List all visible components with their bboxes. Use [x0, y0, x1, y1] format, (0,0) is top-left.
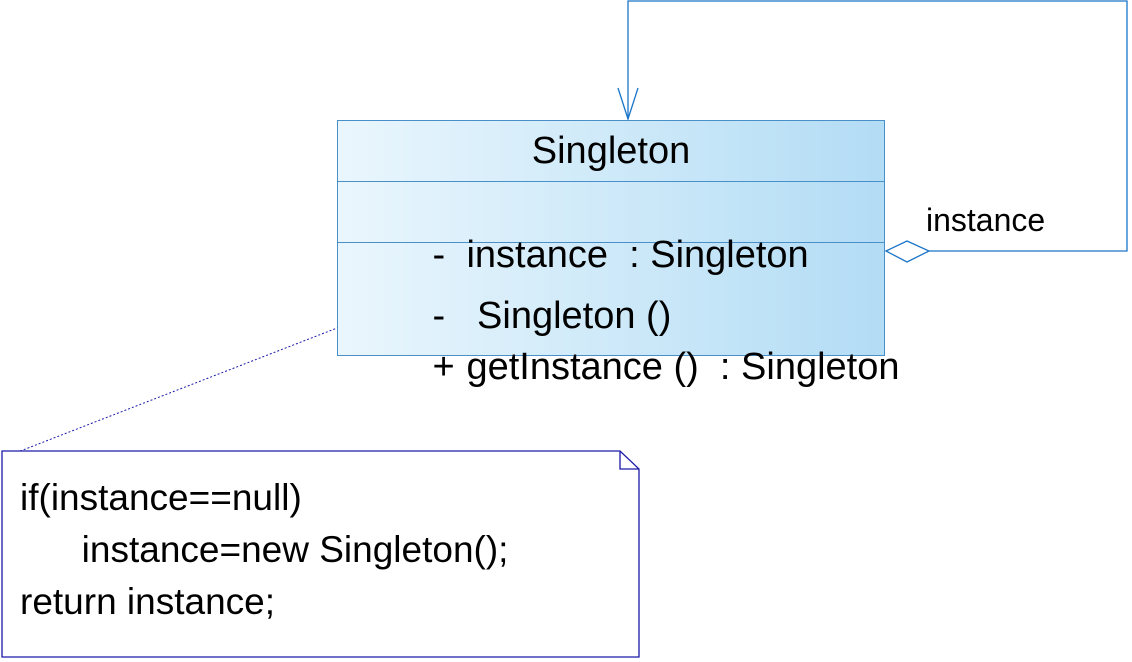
attribute-instance[interactable]: -instance : Singleton	[348, 189, 809, 321]
visibility-private-marker: -	[432, 234, 446, 276]
self-association-line[interactable]	[627, 0, 1128, 252]
aggregation-diamond-icon	[884, 240, 931, 263]
attributes-compartment: -instance : Singleton	[338, 182, 884, 276]
operation-get-instance[interactable]: + getInstance () : Singleton	[348, 301, 900, 433]
attribute-text: instance : Singleton	[466, 234, 809, 276]
class-name-compartment: Singleton	[338, 121, 884, 182]
association-role-label: instance	[926, 202, 1046, 238]
navigability-arrowhead-icon	[617, 87, 639, 122]
note-line: return instance;	[20, 581, 276, 622]
note-shape[interactable]	[1, 450, 640, 658]
singleton-class-box[interactable]: Singleton -instance : Singleton - Single…	[337, 120, 900, 388]
note-line: if(instance==null)	[20, 477, 302, 518]
visibility-private-marker: -	[432, 295, 446, 337]
visibility-public-marker: +	[432, 346, 455, 388]
note-line: instance=new Singleton();	[20, 529, 509, 570]
operations-compartment: - Singleton () + getInstance () : Singlet…	[338, 243, 899, 388]
note-folded-corner-icon	[619, 451, 639, 470]
operation-text: Singleton ()	[466, 295, 672, 337]
note-anchor-line[interactable]	[9, 322, 351, 456]
note-body: if(instance==null) instance=new Singleto…	[20, 472, 508, 628]
operation-constructor[interactable]: - Singleton ()	[348, 250, 671, 382]
operation-text: getInstance () : Singleton	[466, 346, 900, 388]
class-name: Singleton	[531, 129, 691, 172]
